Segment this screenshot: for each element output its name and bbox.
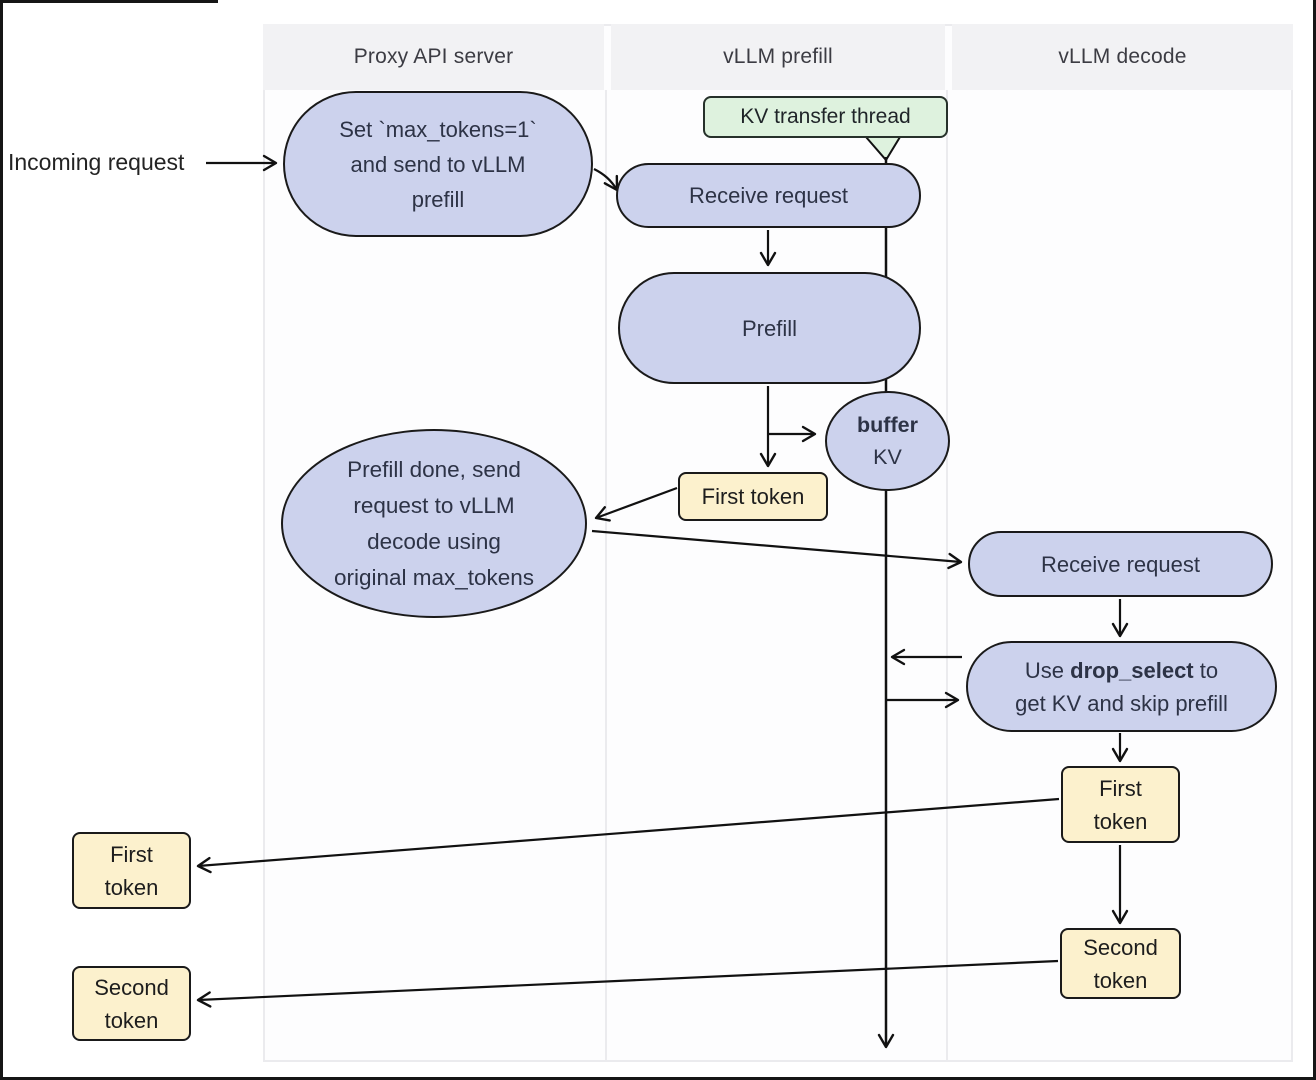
node-buffer-kv: buffer KV xyxy=(825,391,950,491)
node-line: First xyxy=(110,841,153,867)
arrow-set-max-tokens-to-receive-prefill xyxy=(593,168,619,192)
node-second-token-decode: Second token xyxy=(1060,928,1181,999)
lane-title: Proxy API server xyxy=(353,45,514,68)
node-line: prefill xyxy=(411,186,465,212)
node-receive-request-prefill: Receive request xyxy=(616,163,921,228)
node-line: token xyxy=(1093,967,1148,993)
frame-right xyxy=(1313,0,1316,1080)
node-kv-transfer-thread: KV transfer thread xyxy=(703,96,948,138)
node-receive-request-decode: Receive request xyxy=(968,531,1273,597)
lane-header-vllm-prefill: vLLM prefill xyxy=(611,24,945,90)
lane-header-vllm-decode: vLLM decode xyxy=(952,24,1293,90)
node-line: request to vLLM xyxy=(353,492,515,518)
node-set-max-tokens: Set `max_tokens=1` and send to vLLM pref… xyxy=(283,91,593,237)
node-prefill-done: Prefill done, send request to vLLM decod… xyxy=(281,429,587,618)
node-line: get KV and skip prefill xyxy=(1015,690,1228,716)
frame-left xyxy=(0,0,3,1080)
node-line: token xyxy=(104,1007,159,1033)
node-prefill: Prefill xyxy=(618,272,921,384)
node-line: KV xyxy=(873,445,902,469)
callout-tail xyxy=(865,136,901,162)
text-segment: Use xyxy=(1024,657,1071,683)
node-line: original max_tokens xyxy=(333,564,535,590)
node-second-token-out: Second token xyxy=(72,966,191,1041)
node-line: Set `max_tokens=1` xyxy=(339,116,537,142)
node-line: Second xyxy=(94,974,169,1000)
arrow-first-token-decode-to-out xyxy=(196,797,1060,874)
frame-bottom xyxy=(0,1077,1316,1080)
node-line: Use drop_select to xyxy=(1025,654,1218,687)
lane-separator xyxy=(605,90,607,1062)
node-label: Receive request xyxy=(689,183,848,208)
node-line: decode using xyxy=(367,528,501,554)
node-line: token xyxy=(104,874,159,900)
node-line: First xyxy=(1099,775,1142,801)
node-drop-select: Use drop_select to get KV and skip prefi… xyxy=(966,641,1277,732)
node-label: First token xyxy=(701,484,805,509)
incoming-request-label: Incoming request xyxy=(8,149,185,175)
node-label: Receive request xyxy=(1041,551,1200,577)
node-line: Second xyxy=(1083,934,1158,960)
arrow-prefill-done-to-receive-decode xyxy=(591,529,963,570)
text-segment: to xyxy=(1193,657,1219,683)
node-first-token-decode: First token xyxy=(1061,766,1180,843)
lane-title: vLLM prefill xyxy=(723,45,833,68)
lane-header-proxy-api-server: Proxy API server xyxy=(263,24,604,90)
node-line: buffer xyxy=(857,413,918,437)
node-label: KV transfer thread xyxy=(740,105,911,128)
text-segment-bold: drop_select xyxy=(1070,657,1194,683)
frame-top-left xyxy=(0,0,218,3)
node-line: token xyxy=(1093,808,1148,834)
arrow-first-token-to-prefill-done xyxy=(594,486,678,522)
node-line: Prefill done, send xyxy=(347,456,521,482)
lane-title: vLLM decode xyxy=(1058,45,1187,68)
node-first-token-out: First token xyxy=(72,832,191,909)
node-label: Prefill xyxy=(741,315,797,341)
node-line: and send to vLLM xyxy=(350,151,526,177)
lane-separator xyxy=(946,90,948,1062)
arrow-second-token-decode-to-out xyxy=(196,959,1059,1008)
node-first-token-prefill: First token xyxy=(678,472,828,521)
